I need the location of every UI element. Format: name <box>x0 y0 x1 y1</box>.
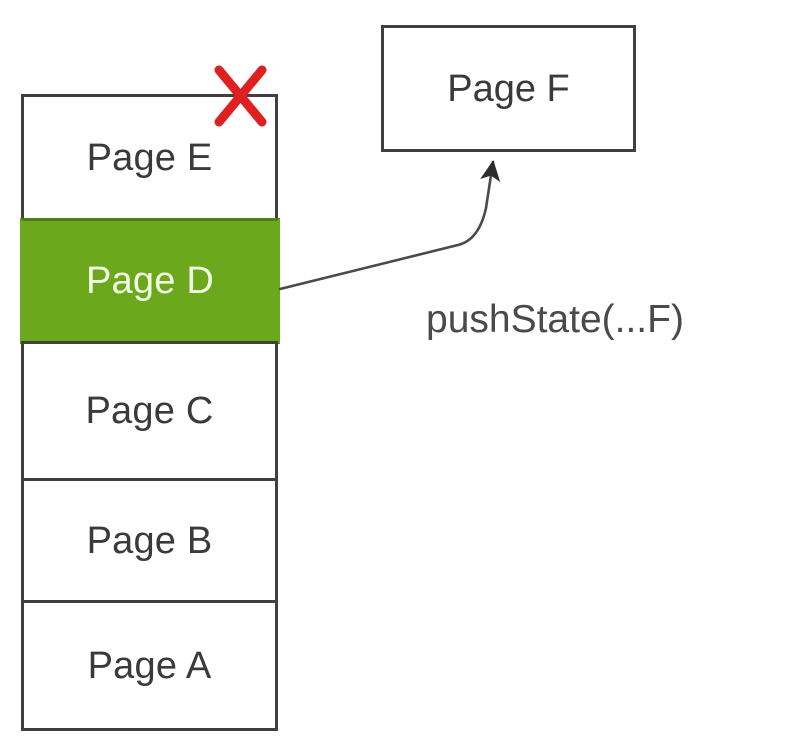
history-stack: Page E Page D Page C Page B Page A <box>20 94 280 731</box>
pushstate-caption: pushState(...F) <box>426 298 684 341</box>
stack-item-page-d[interactable]: Page D <box>20 218 280 344</box>
stack-item-page-c[interactable]: Page C <box>21 341 278 481</box>
stack-item-page-e[interactable]: Page E <box>21 94 278 221</box>
stack-item-label: Page B <box>86 519 213 562</box>
stack-item-label: Page A <box>87 644 212 687</box>
stack-item-label: Page D <box>86 260 214 302</box>
stack-item-label: Page C <box>85 390 214 432</box>
stack-item-label: Page E <box>86 136 213 179</box>
push-arrow-icon <box>278 159 501 291</box>
stack-item-page-a[interactable]: Page A <box>21 600 278 731</box>
stack-item-page-b[interactable]: Page B <box>21 478 278 603</box>
page-box-label: Page F <box>447 67 570 110</box>
page-box-page-f[interactable]: Page F <box>381 25 636 152</box>
